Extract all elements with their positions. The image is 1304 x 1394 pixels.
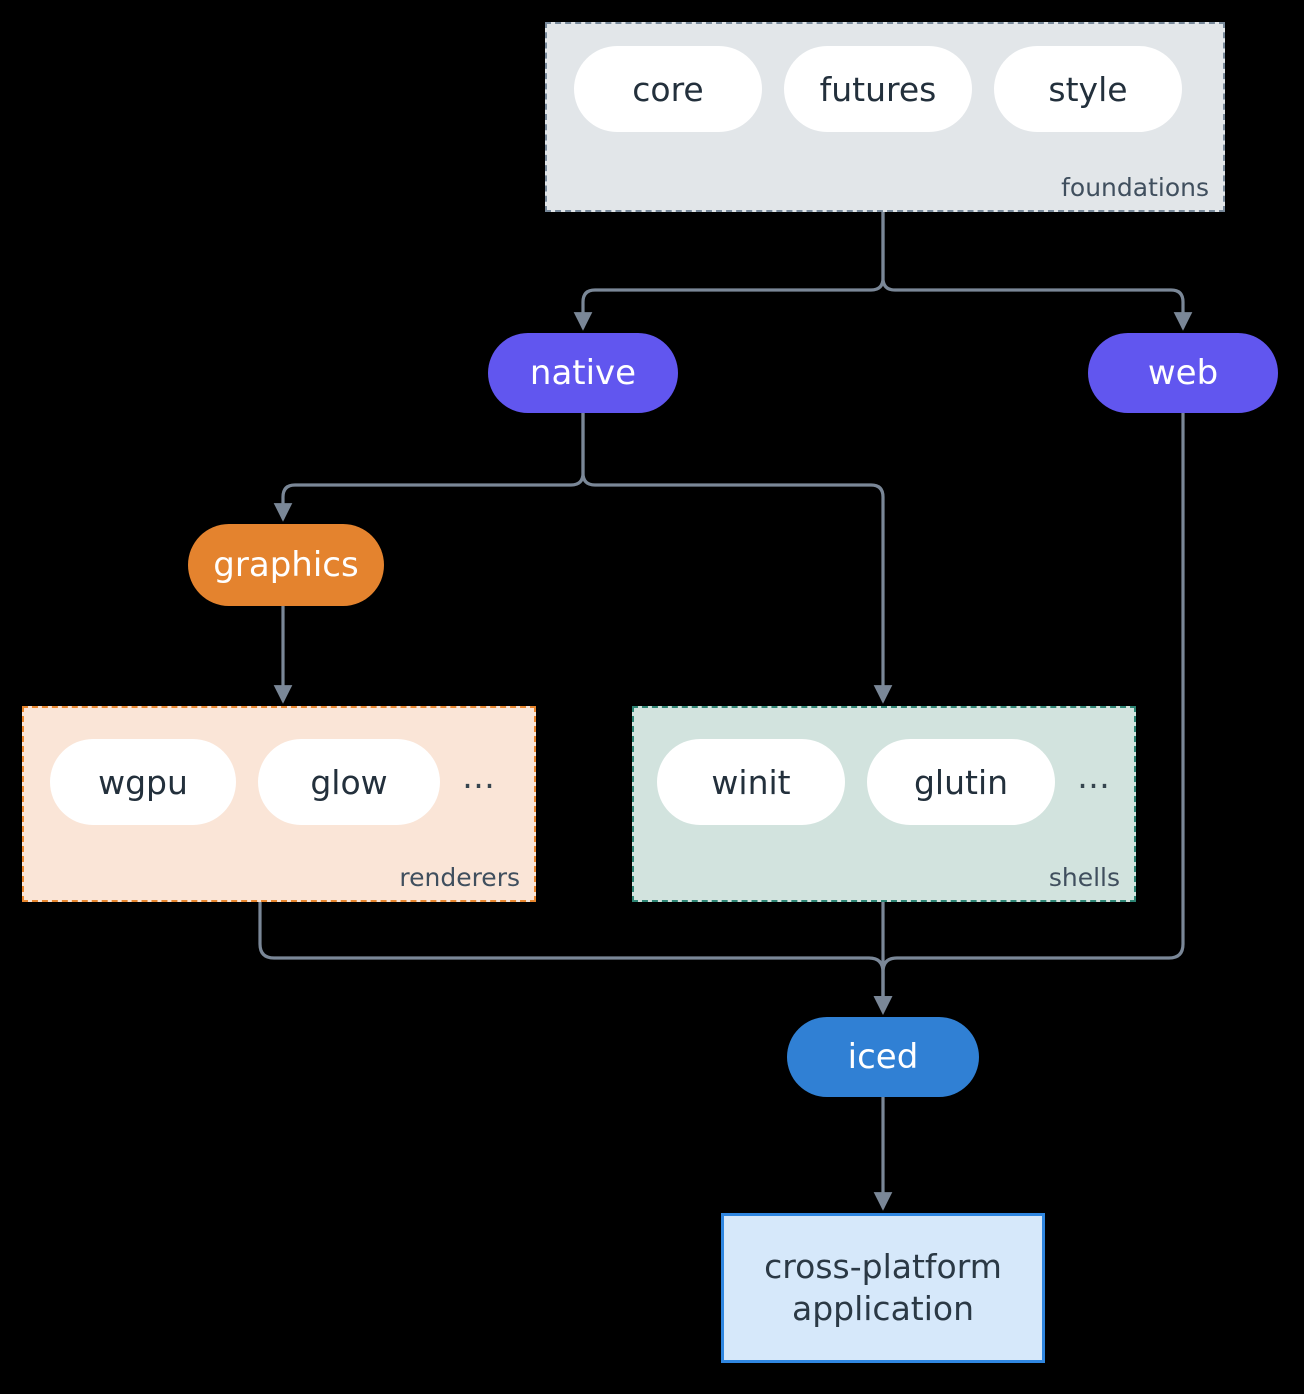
node-iced[interactable]: iced bbox=[787, 1017, 979, 1097]
group-shells-label: shells bbox=[1048, 863, 1120, 892]
edge-native-shells bbox=[581, 411, 893, 704]
group-shells: winit glutin … shells bbox=[632, 706, 1136, 902]
node-native-label: native bbox=[529, 353, 637, 393]
application-label-line1: cross-platform bbox=[764, 1246, 1002, 1286]
renderers-more-ellipsis: … bbox=[462, 756, 496, 796]
node-graphics-label: graphics bbox=[213, 545, 359, 585]
chip-style[interactable]: style bbox=[994, 46, 1182, 132]
edge-native-graphics bbox=[273, 411, 585, 522]
renderers-items: wgpu glow … bbox=[50, 739, 496, 825]
group-foundations: core futures style foundations bbox=[545, 22, 1225, 212]
edge-foundations-native bbox=[573, 210, 885, 331]
node-graphics[interactable]: graphics bbox=[188, 524, 384, 606]
application-label-line2: application bbox=[791, 1289, 975, 1328]
node-iced-label: iced bbox=[847, 1037, 919, 1077]
chip-glutin-label: glutin bbox=[913, 762, 1009, 802]
node-web[interactable]: web bbox=[1088, 333, 1278, 413]
chip-core[interactable]: core bbox=[574, 46, 762, 132]
chip-winit-label: winit bbox=[711, 762, 791, 802]
edge-renderers-iced bbox=[258, 900, 893, 1015]
node-native[interactable]: native bbox=[488, 333, 678, 413]
chip-glow-label: glow bbox=[310, 762, 388, 802]
shells-items: winit glutin … bbox=[657, 739, 1111, 825]
chip-glow[interactable]: glow bbox=[258, 739, 440, 825]
group-renderers: wgpu glow … renderers bbox=[22, 706, 536, 902]
chip-futures[interactable]: futures bbox=[784, 46, 972, 132]
node-web-label: web bbox=[1147, 353, 1219, 393]
chip-winit[interactable]: winit bbox=[657, 739, 845, 825]
chip-glutin[interactable]: glutin bbox=[867, 739, 1055, 825]
node-cross-platform-application[interactable]: cross-platform application bbox=[721, 1213, 1045, 1363]
shells-more-ellipsis: … bbox=[1077, 756, 1111, 796]
foundations-items: core futures style bbox=[574, 46, 1182, 132]
group-renderers-label: renderers bbox=[399, 863, 520, 892]
edge-foundations-web bbox=[881, 210, 1193, 331]
group-foundations-label: foundations bbox=[1061, 173, 1209, 202]
chip-wgpu-label: wgpu bbox=[98, 762, 188, 802]
chip-style-label: style bbox=[1048, 69, 1128, 109]
chip-wgpu[interactable]: wgpu bbox=[50, 739, 236, 825]
chip-futures-label: futures bbox=[819, 69, 937, 109]
chip-core-label: core bbox=[632, 69, 704, 109]
